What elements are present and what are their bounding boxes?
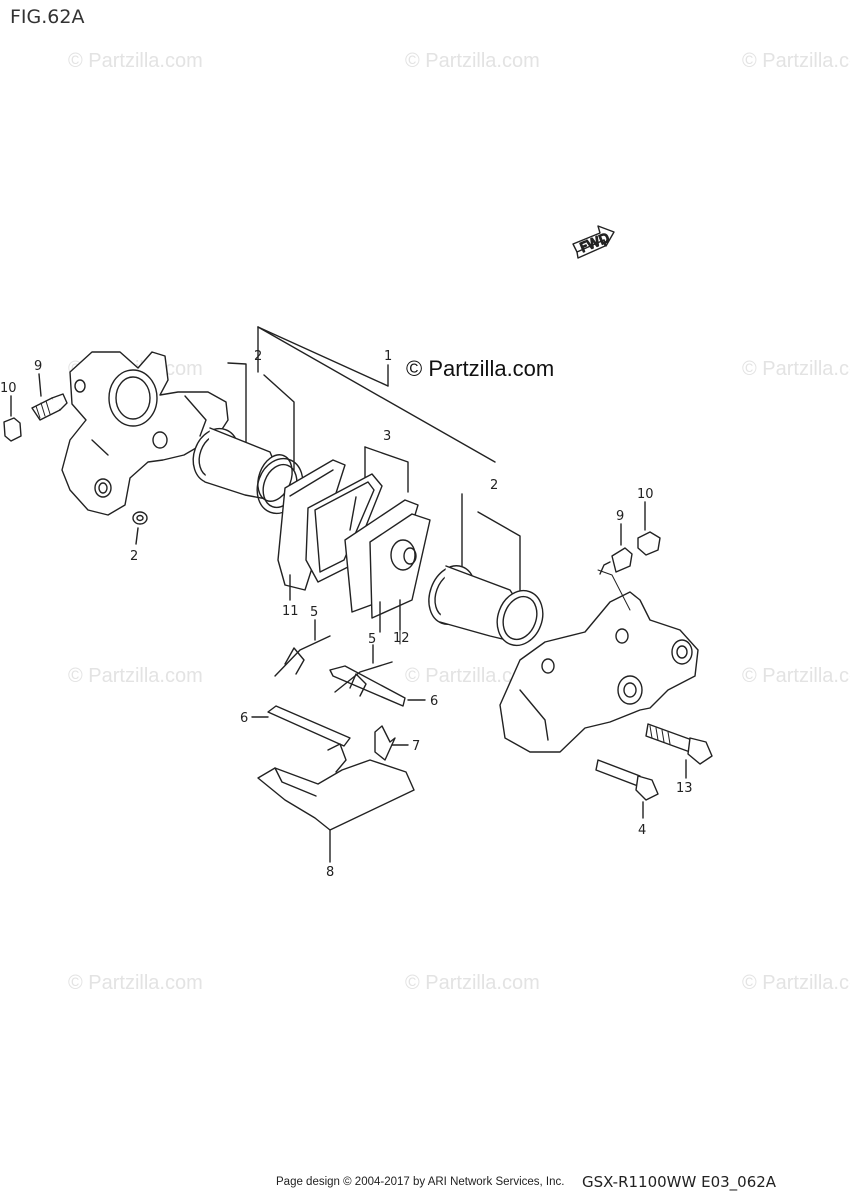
callout-9: 9 — [34, 359, 42, 374]
footer-credit: Page design © 2004-2017 by ARI Network S… — [276, 1176, 565, 1188]
pad-spring-right-icon — [329, 644, 426, 707]
brake-pad-right-icon — [344, 499, 431, 633]
watermark: © Partzilla.com — [405, 50, 540, 72]
callout-10: 10 — [637, 487, 654, 502]
callout-12: 12 — [393, 631, 410, 646]
pad-pin-icon — [251, 705, 351, 747]
pin-clip-icon — [374, 725, 409, 761]
washer-icon — [132, 511, 148, 545]
watermark: © Partzilla.com — [68, 972, 203, 994]
caliper-left-icon — [61, 351, 229, 516]
model-code: GSX-R1100WW E03_062A — [582, 1173, 777, 1191]
callout-4: 4 — [638, 823, 646, 838]
cap-right-icon — [637, 501, 661, 556]
cap-left-icon — [3, 395, 22, 442]
callout-7: 7 — [412, 739, 420, 754]
callout-5: 5 — [368, 632, 376, 647]
bleeder-screw-right-icon — [597, 523, 633, 611]
watermark: © Partzilla.com — [405, 665, 540, 687]
callout-6: 6 — [240, 711, 248, 726]
pad-spring-left-icon — [274, 619, 331, 677]
callout-8: 8 — [326, 865, 334, 880]
watermark: © Partzilla.com — [742, 972, 850, 994]
callout-2: 2 — [490, 478, 498, 493]
watermark: © Partzilla.com — [742, 358, 850, 380]
watermark: © Partzilla.com — [742, 665, 850, 687]
caliper-bolt-long-icon — [645, 723, 713, 779]
watermark: © Partzilla.com — [742, 50, 850, 72]
callout-3: 3 — [383, 429, 391, 444]
brake-pad-left-icon — [305, 446, 409, 583]
center-watermark: © Partzilla.com — [406, 356, 555, 381]
callout-2: 2 — [130, 549, 138, 564]
watermark: © Partzilla.com — [68, 50, 203, 72]
callout-13: 13 — [676, 781, 693, 796]
caliper-bolt-short-icon — [595, 759, 659, 819]
callout-1-bracket — [257, 326, 496, 463]
callout-5: 5 — [310, 605, 318, 620]
callout-10: 10 — [0, 381, 17, 396]
callout-2: 2 — [254, 349, 262, 364]
bleeder-screw-left-icon — [31, 373, 68, 421]
callout-11: 11 — [282, 604, 299, 619]
watermark: © Partzilla.com — [405, 972, 540, 994]
forward-arrow-icon: FWD — [572, 225, 615, 259]
piston-seal-left-icon — [192, 362, 304, 515]
caliper-right-icon — [499, 591, 699, 753]
watermark: © Partzilla.com — [68, 665, 203, 687]
callout-1: 1 — [384, 349, 392, 364]
callout-6: 6 — [430, 694, 438, 709]
piston-seal-right-icon — [428, 493, 544, 647]
callout-9: 9 — [616, 509, 624, 524]
pad-cover-icon — [257, 743, 415, 863]
figure-label: FIG.62A — [10, 6, 85, 28]
fwd-label: FWD — [578, 231, 612, 256]
